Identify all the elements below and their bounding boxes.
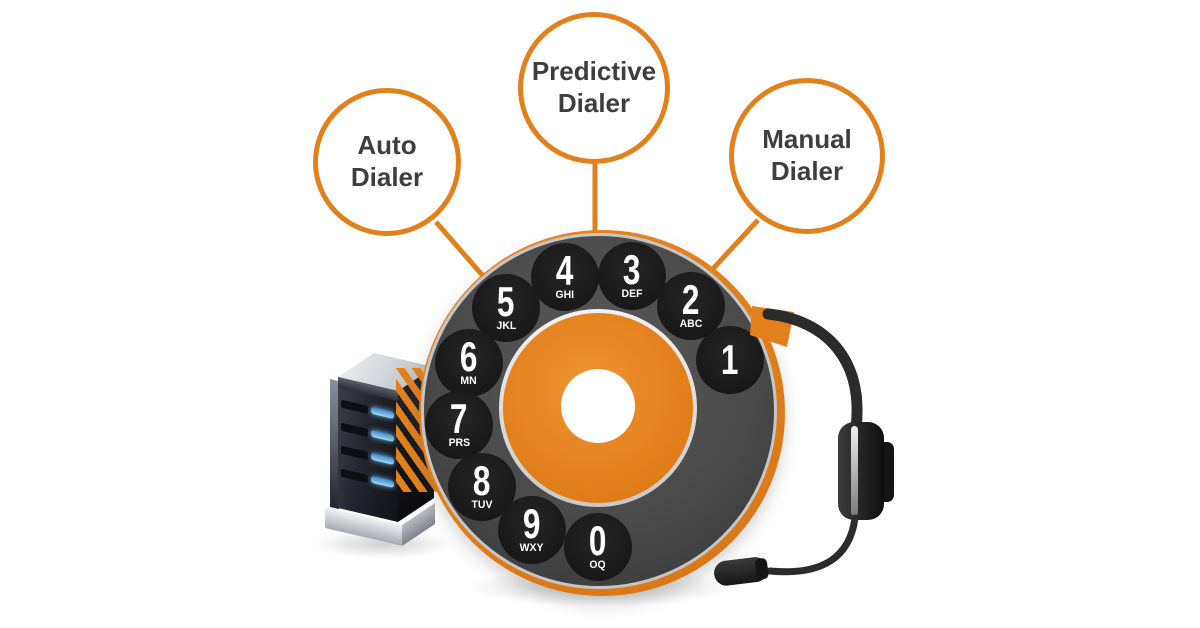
dial-number-9: 9 WXY [498, 496, 566, 564]
callout-predictive-line1: Predictive [531, 56, 657, 87]
earcup-stripe [851, 426, 858, 516]
dial-letters: DEF [621, 287, 643, 300]
callout-auto-line1: Auto [357, 130, 417, 161]
dial-digit: 5 [497, 278, 515, 326]
dial-digit: 3 [623, 246, 641, 294]
dial-letters: JKL [496, 319, 516, 332]
callout-manual-line1: Manual [762, 124, 852, 155]
connector-manual-dialer [708, 218, 760, 274]
dial-letters: GHI [555, 288, 575, 301]
dial-finger-hole [561, 369, 635, 443]
dial-letters: ABC [679, 317, 703, 330]
dial-letters: WXY [520, 541, 544, 554]
dial-number-1: 1 [696, 326, 764, 394]
dial-digit: 8 [473, 457, 491, 505]
dial-number-0: 0 OQ [564, 513, 632, 581]
dial-number-6: 6 MN [435, 329, 503, 397]
callout-auto-line2: Dialer [350, 162, 424, 192]
dial-letters: PRS [448, 436, 470, 449]
callout-manual-dialer: Manual Dialer [729, 78, 885, 234]
dial-digit: 9 [523, 500, 541, 548]
dial-number-7: 7 PRS [425, 391, 493, 459]
dial-letters: OQ [589, 558, 607, 571]
dial-letters: MN [460, 374, 478, 387]
dial-digit: 2 [682, 276, 700, 324]
dial-number-2: 2 ABC [657, 272, 725, 340]
dial-digit: 6 [460, 333, 478, 381]
dial-digit: 4 [556, 247, 574, 295]
dial-number-5: 5 JKL [472, 274, 540, 342]
callout-predictive-line2: Dialer [557, 88, 631, 118]
callout-manual-line2: Dialer [770, 156, 844, 186]
mic-joint [755, 558, 769, 580]
dial-digit: 1 [721, 336, 739, 384]
callout-auto-dialer: Auto Dialer [313, 88, 461, 236]
dial-number-4: 4 GHI [531, 243, 599, 311]
mic-capsule [714, 557, 768, 586]
callout-predictive-dialer: Predictive Dialer [518, 12, 670, 164]
dial-digit: 7 [450, 395, 468, 443]
microphone-icon [714, 557, 769, 586]
dial-letters: TUV [471, 498, 493, 511]
earcup [838, 422, 884, 520]
dial-number-3: 3 DEF [598, 242, 666, 310]
mic-boom [766, 514, 859, 576]
headband [762, 308, 863, 434]
dial-digit: 0 [589, 517, 607, 565]
